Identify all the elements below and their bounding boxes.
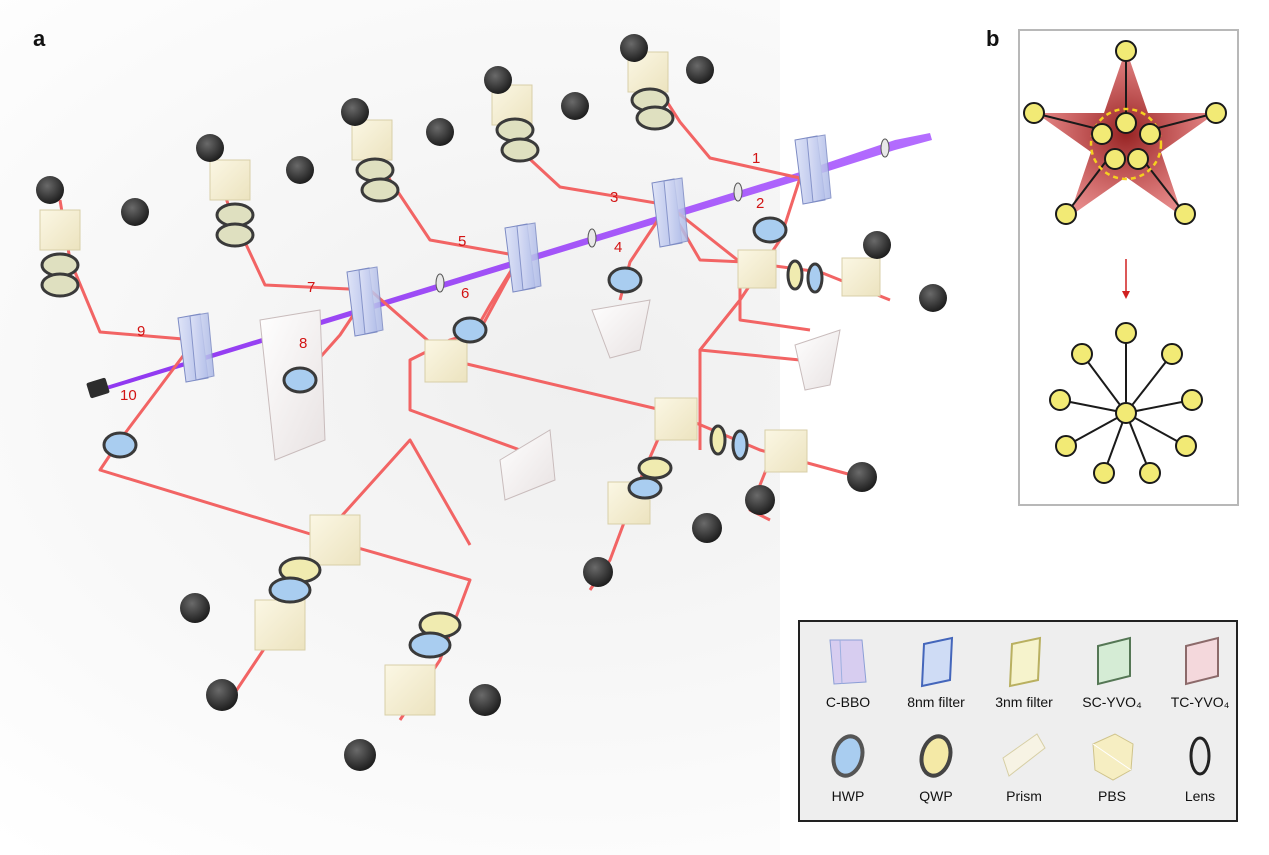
lens-icon <box>1189 736 1211 776</box>
hub-graph <box>1049 322 1203 484</box>
beam-label-5: 5 <box>458 233 466 250</box>
panel-label-b: b <box>986 26 1000 51</box>
beam-label-7: 7 <box>307 279 315 296</box>
legend-item-qwp: QWP <box>892 730 980 804</box>
beam-label-6: 6 <box>461 285 469 302</box>
down-arrow <box>1122 259 1130 299</box>
beam-label-2: 2 <box>756 195 764 212</box>
sc-yvo4-icon <box>1097 636 1131 686</box>
pbs-cubes <box>39 51 881 716</box>
3nm-filter-icon <box>1008 636 1042 688</box>
8nm-filter-icon <box>920 636 954 688</box>
legend-item-tc-yvo4: TC-YVO₄ <box>1156 636 1244 710</box>
waveplates <box>40 87 824 659</box>
component-legend: C-BBO 8nm filter 3nm filter SC-YVO₄ TC-Y… <box>798 620 1238 822</box>
hub-nodes <box>1049 322 1203 484</box>
prism-icon <box>1002 733 1046 777</box>
graph-diagram <box>1023 40 1227 484</box>
beam-label-10: 10 <box>120 387 137 404</box>
beam-label-9: 9 <box>137 323 145 340</box>
c-bbo-crystal-icon <box>829 639 867 685</box>
beam-label-4: 4 <box>614 239 622 256</box>
qwp-icon <box>919 734 953 778</box>
pump-laser-source <box>86 377 110 399</box>
legend-item-3nm-filter: 3nm filter <box>980 636 1068 710</box>
hwp-icon <box>831 734 865 778</box>
beam-label-3: 3 <box>610 189 618 206</box>
pbs-icon <box>1092 733 1134 781</box>
beam-label-1: 1 <box>752 150 760 167</box>
beam-number-labels: 1 2 3 4 5 6 7 8 9 10 <box>120 150 764 404</box>
legend-item-c-bbo: C-BBO <box>804 636 892 710</box>
inner-cluster-boundary <box>1089 107 1163 181</box>
legend-item-hwp: HWP <box>804 730 892 804</box>
legend-item-8nm-filter: 8nm filter <box>892 636 980 710</box>
star-graph <box>1023 40 1227 225</box>
legend-item-pbs: PBS <box>1068 730 1156 804</box>
legend-item-prism: Prism <box>980 730 1068 804</box>
panel-b-graph-transformation <box>1018 29 1239 506</box>
detectors <box>36 34 947 771</box>
c-bbo-crystals <box>177 134 832 383</box>
legend-item-lens: Lens <box>1156 730 1244 804</box>
tc-yvo4-icon <box>1185 636 1219 686</box>
beam-label-8: 8 <box>299 335 307 352</box>
legend-item-sc-yvo4: SC-YVO₄ <box>1068 636 1156 710</box>
panel-label-a: a <box>33 26 46 51</box>
star-nodes <box>1023 40 1227 225</box>
